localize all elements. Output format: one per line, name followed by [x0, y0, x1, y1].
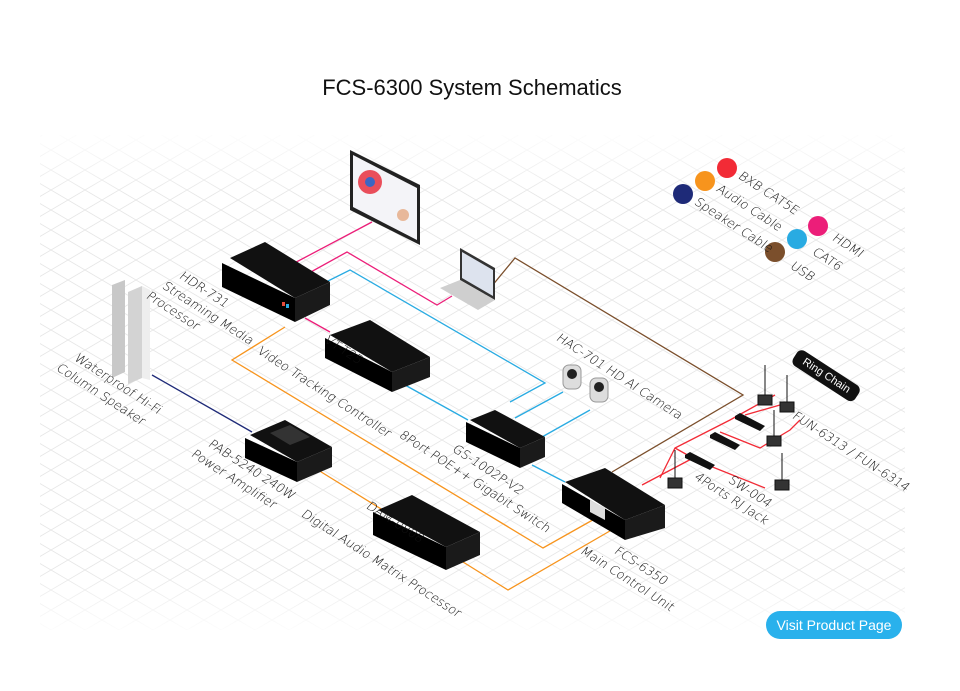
cat5e-cable-ring: [659, 394, 776, 479]
vt-t25-device: [325, 320, 430, 392]
hac-701-camera: [562, 364, 609, 403]
gs-1002p-v2-switch: [466, 410, 545, 468]
laptop: [440, 248, 495, 310]
audio-cable-hdr: [230, 326, 599, 549]
hdmi-cable-laptop: [299, 251, 453, 306]
display-monitor: [350, 150, 420, 245]
audio-cable-pab-dam: [317, 469, 387, 513]
fun-6313-microphones: [667, 365, 795, 491]
audio-cable-dam-fcs: [454, 527, 616, 591]
speaker-cable: [151, 374, 253, 433]
legend-dot-hdmi: [808, 216, 828, 236]
legend-dot-usb: [765, 242, 785, 262]
usb-cable: [481, 257, 745, 473]
legend-dot-cat6: [787, 229, 807, 249]
page-title: FCS-6300 System Schematics: [322, 75, 622, 100]
visit-product-page-button[interactable]: Visit Product Page: [766, 611, 902, 639]
hdmi-cable-monitor: [284, 221, 373, 269]
cat6-cable-vt: [404, 384, 469, 421]
column-speaker: [112, 280, 150, 384]
cat6-cable-camera2: [541, 409, 591, 438]
cat6-cable-camera1: [514, 391, 564, 419]
cat6-cable-hdr: [317, 269, 547, 403]
pab-5240-device: [245, 420, 332, 482]
legend-dot-bxb-cat5e: [717, 158, 737, 178]
legend-dot-speaker-cable: [673, 184, 693, 204]
legend-dot-audio-cable: [695, 171, 715, 191]
cat5e-cable-sw2: [744, 404, 781, 416]
hdr-731-device: [222, 242, 330, 322]
cat6-cable-fcs: [531, 464, 566, 483]
fcs-6350-device: [562, 468, 665, 540]
dam-0808-device: [373, 495, 480, 570]
hdmi-cable-vt: [304, 317, 331, 333]
sw-004-jacks: [685, 413, 765, 470]
